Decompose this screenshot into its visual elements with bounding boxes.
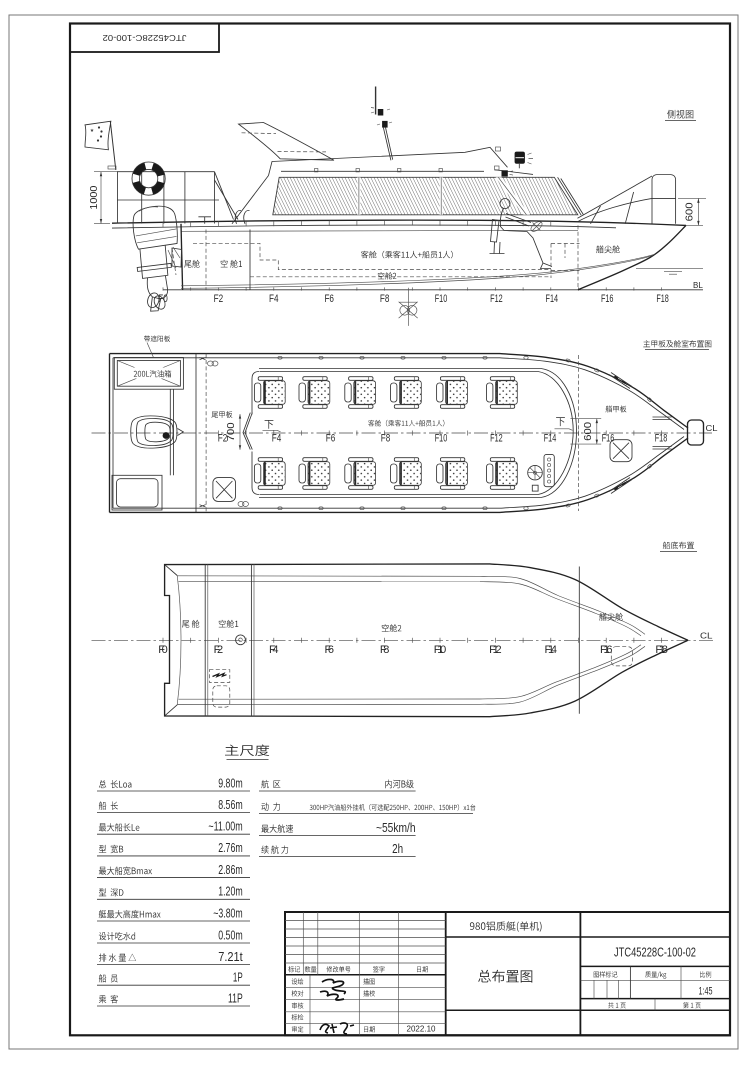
- svg-text:F6: F6: [326, 433, 336, 445]
- svg-text:F10: F10: [435, 433, 448, 445]
- svg-text:F10: F10: [435, 293, 448, 305]
- svg-text:F8: F8: [380, 293, 390, 305]
- svg-text:~11.00m: ~11.00m: [208, 819, 242, 834]
- svg-text:2.76m: 2.76m: [218, 840, 243, 855]
- svg-text:1P: 1P: [233, 970, 243, 985]
- svg-text:7.21t: 7.21t: [218, 949, 243, 964]
- svg-text:F16: F16: [601, 293, 614, 305]
- svg-text:F4: F4: [269, 293, 279, 305]
- svg-text:F10: F10: [434, 644, 447, 656]
- svg-text:F8: F8: [380, 644, 390, 656]
- svg-text:2022.10: 2022.10: [407, 1024, 436, 1034]
- svg-text:F2: F2: [214, 644, 224, 656]
- svg-text:CL: CL: [706, 424, 719, 433]
- svg-text:1.20m: 1.20m: [218, 884, 243, 899]
- svg-text:F18: F18: [655, 433, 668, 445]
- svg-text:F8: F8: [381, 433, 391, 445]
- svg-text:F6: F6: [324, 293, 334, 305]
- svg-text:0.50m: 0.50m: [218, 927, 243, 942]
- svg-text:2.86m: 2.86m: [218, 862, 243, 877]
- svg-text:8.56m: 8.56m: [218, 797, 243, 812]
- svg-text:F2: F2: [214, 293, 224, 305]
- svg-text:1:45: 1:45: [699, 986, 713, 998]
- svg-text:2h: 2h: [392, 841, 403, 856]
- svg-text:F16: F16: [600, 644, 613, 656]
- svg-text:F6: F6: [324, 644, 334, 656]
- svg-text:F12: F12: [489, 644, 502, 656]
- svg-text:F0: F0: [158, 644, 168, 656]
- svg-text:~55km/h: ~55km/h: [376, 820, 416, 835]
- svg-text:F12: F12: [490, 433, 503, 445]
- svg-text:F2: F2: [218, 433, 228, 445]
- svg-text:F4: F4: [269, 644, 279, 656]
- svg-text:11P: 11P: [228, 990, 243, 1005]
- svg-text:F14: F14: [545, 644, 558, 656]
- svg-text:F16: F16: [602, 433, 615, 445]
- svg-text:F4: F4: [272, 433, 282, 445]
- svg-text:F14: F14: [544, 433, 557, 445]
- svg-text:1000: 1000: [89, 185, 100, 209]
- svg-text:600: 600: [583, 421, 594, 440]
- svg-text:F14: F14: [546, 293, 559, 305]
- svg-text:F18: F18: [656, 293, 669, 305]
- svg-text:BL: BL: [693, 281, 703, 290]
- svg-text:700: 700: [226, 422, 237, 441]
- svg-text:F18: F18: [655, 644, 668, 656]
- svg-text:9.80m: 9.80m: [218, 775, 243, 790]
- svg-text:CL: CL: [700, 632, 713, 641]
- svg-text:~3.80m: ~3.80m: [213, 905, 242, 920]
- svg-text:JTC45228C-100-02: JTC45228C-100-02: [614, 946, 696, 960]
- svg-text:JTC45228C-100-02: JTC45228C-100-02: [102, 33, 186, 43]
- svg-text:F12: F12: [490, 293, 503, 305]
- svg-text:600: 600: [684, 202, 695, 221]
